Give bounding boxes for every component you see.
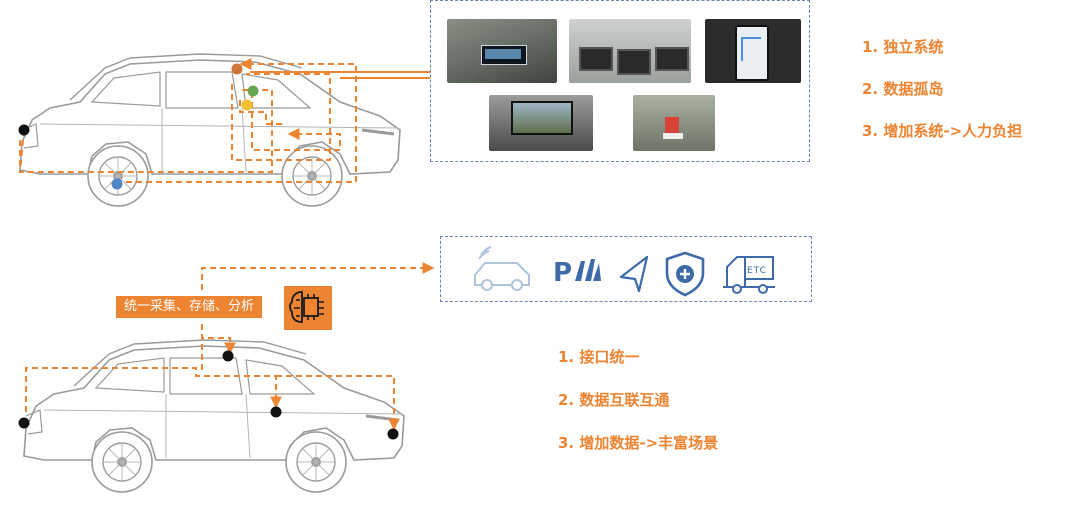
bottom-sensor-dots (18, 350, 399, 440)
top-point-3: 3. 增加系统->人力负担 (862, 122, 1023, 140)
top-point-1: 1. 独立系统 (862, 38, 944, 56)
photo-dash-cameras (569, 19, 691, 83)
bottom-connectors (25, 262, 435, 431)
connected-car-icon (474, 246, 530, 291)
sensor-dot-rear (18, 124, 30, 136)
sensor-dot-orange (231, 63, 243, 75)
bottom-point-3: 3. 增加数据->丰富场景 (558, 434, 719, 452)
navigation-arrow-icon (619, 255, 649, 293)
sensor-dot-roof (222, 350, 234, 362)
sensor-dot-side (270, 406, 282, 418)
etc-truck-icon (723, 256, 775, 294)
top-connectors (18, 58, 430, 183)
sensor-dot-rear (18, 417, 30, 429)
photo-head-up-display (633, 95, 715, 151)
sensor-dot-blue (111, 178, 123, 190)
bottom-point-2: 2. 数据互联互通 (558, 391, 670, 409)
process-label: 统一采集、存储、分析 (116, 296, 263, 318)
sensor-dot-front (387, 428, 399, 440)
photo-reversing-camera-screen (489, 95, 593, 151)
ai-chip-box (284, 286, 332, 330)
etc-label: ETC (747, 266, 767, 276)
top-car (18, 52, 402, 208)
sensor-dot-green (247, 85, 259, 97)
device-photo-frame (430, 0, 810, 162)
photo-phone-navigation (705, 19, 801, 83)
sensor-dot-yellow (241, 99, 253, 111)
safety-shield-icon (665, 251, 705, 297)
photo-tire-pressure-monitor (447, 19, 557, 83)
top-point-2: 2. 数据孤岛 (862, 80, 944, 98)
top-sensor-dots (18, 63, 259, 190)
ai-brain-chip-icon (289, 291, 324, 323)
bottom-car (22, 338, 406, 494)
parking-assist-icon: P (553, 258, 601, 288)
parking-letter: P (553, 258, 572, 288)
bottom-point-1: 1. 接口统一 (558, 348, 640, 366)
service-icon-frame: P ETC (440, 236, 812, 302)
